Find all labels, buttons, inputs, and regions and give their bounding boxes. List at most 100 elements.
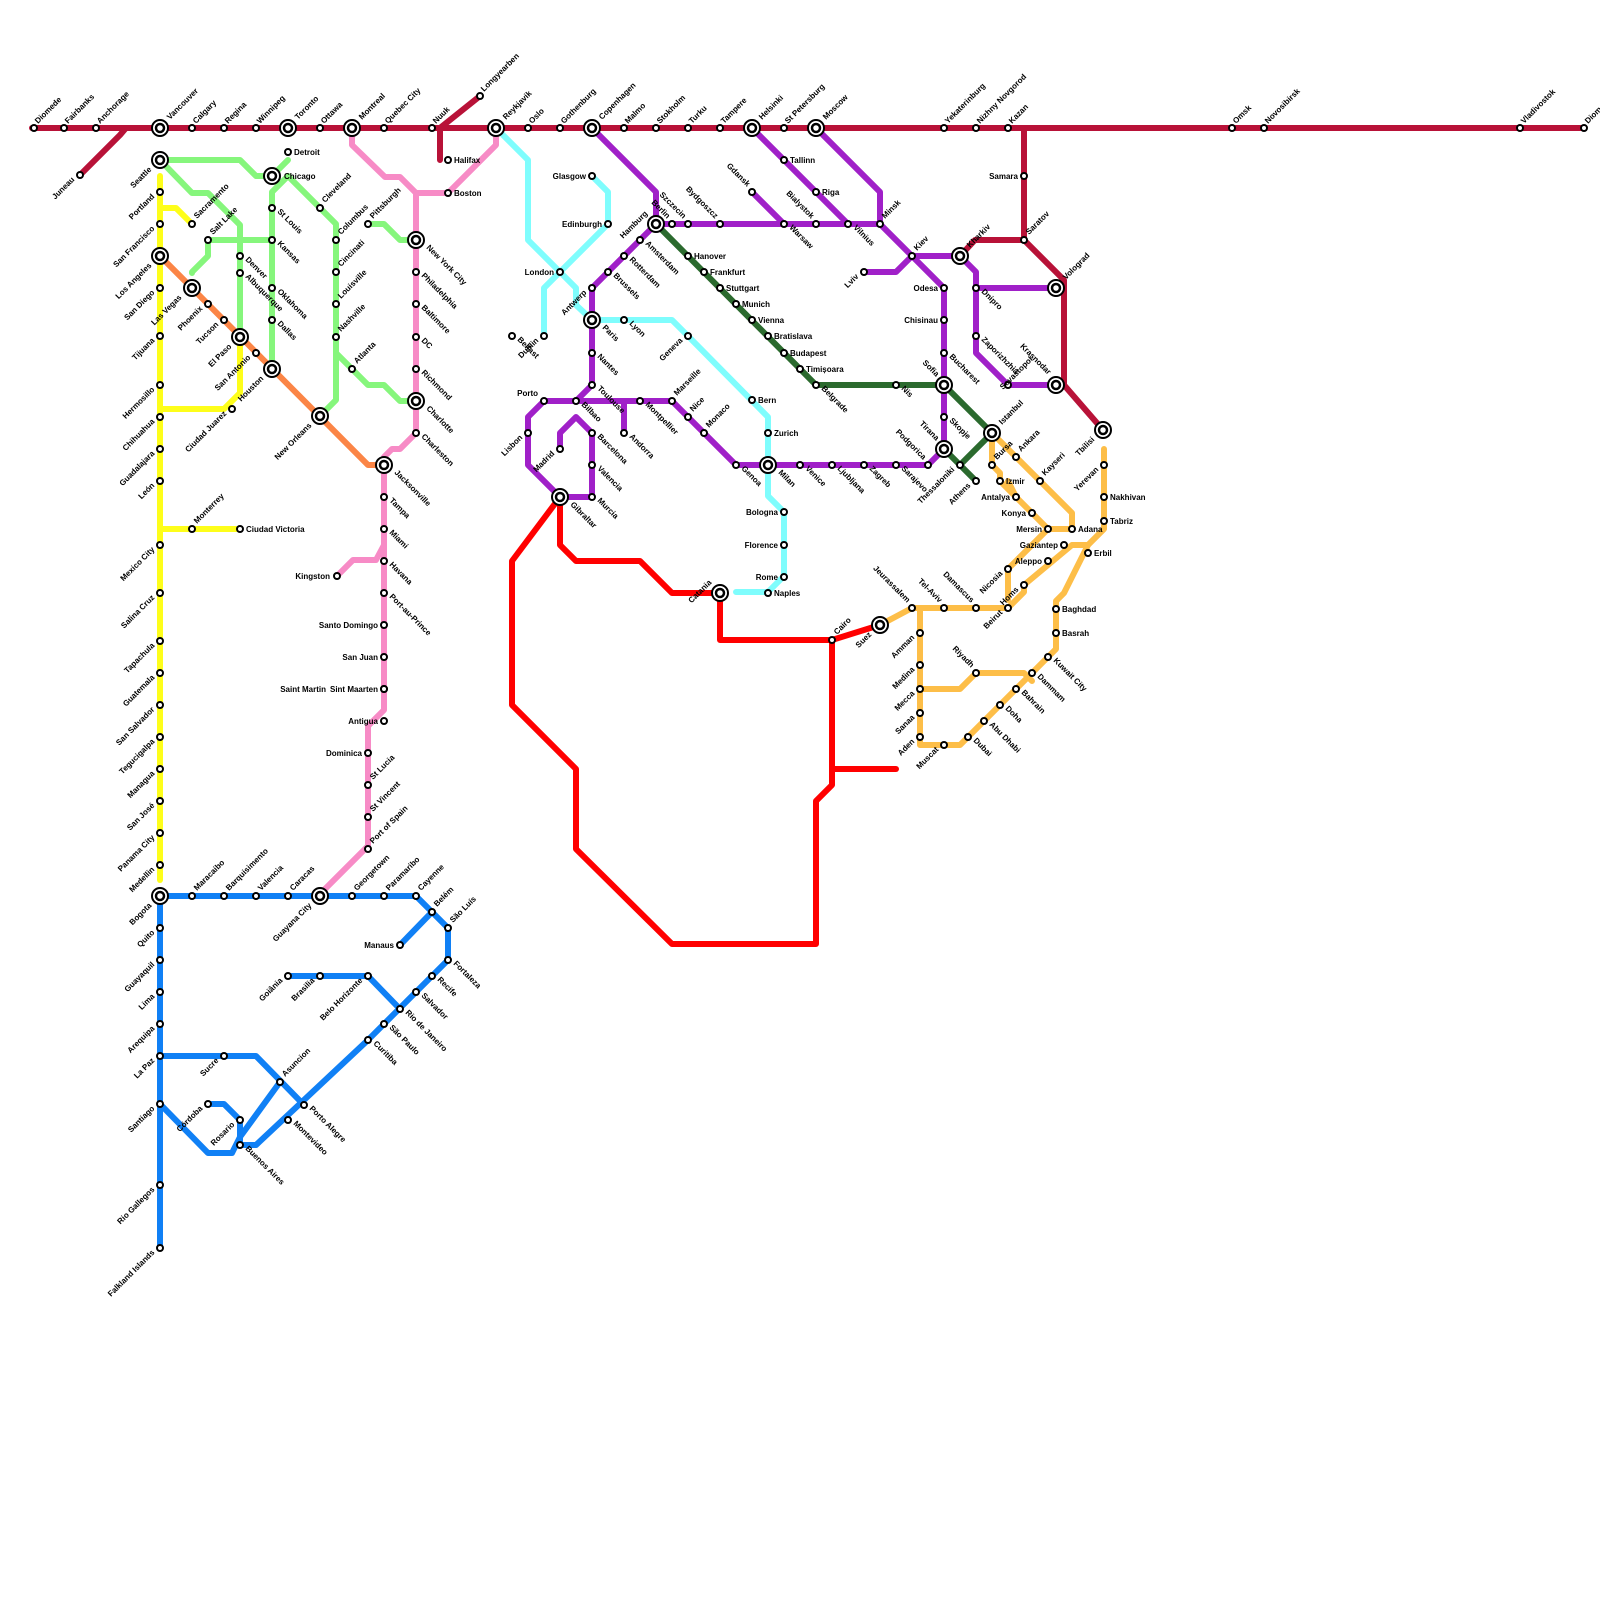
station-marker-juneau[interactable]: [77, 172, 83, 178]
station-marker-antalya[interactable]: [1013, 494, 1019, 500]
station-marker-diomede_east[interactable]: [1581, 125, 1587, 131]
station-marker-lyon[interactable]: [621, 317, 627, 323]
station-marker-bahrain[interactable]: [1013, 686, 1019, 692]
station-marker-tallinn[interactable]: [781, 157, 787, 163]
station-marker-murcia[interactable]: [589, 494, 595, 500]
station-marker-cayenne[interactable]: [413, 893, 419, 899]
station-marker-rome[interactable]: [781, 574, 787, 580]
station-marker-erbil[interactable]: [1085, 550, 1091, 556]
station-marker-bologna[interactable]: [781, 509, 787, 515]
station-marker-yekaterinburg[interactable]: [941, 125, 947, 131]
station-marker-rosario[interactable]: [237, 1117, 243, 1123]
station-marker-thessaloniki[interactable]: [957, 462, 963, 468]
station-marker-nashville[interactable]: [333, 334, 339, 340]
station-marker-saratov[interactable]: [1021, 237, 1027, 243]
station-marker-cleveland[interactable]: [317, 205, 323, 211]
station-marker-guadalajara[interactable]: [157, 446, 163, 452]
station-marker-dc[interactable]: [413, 334, 419, 340]
station-marker-portofspain[interactable]: [365, 846, 371, 852]
station-marker-guayaquil[interactable]: [157, 957, 163, 963]
station-marker-sanaa[interactable]: [917, 710, 923, 716]
station-marker-odesa[interactable]: [941, 285, 947, 291]
station-marker-sanjose[interactable]: [157, 798, 163, 804]
station-marker-dammam[interactable]: [1029, 670, 1035, 676]
station-marker-riga[interactable]: [813, 189, 819, 195]
station-marker-antwerp[interactable]: [589, 285, 595, 291]
station-marker-panamacity[interactable]: [157, 830, 163, 836]
station-marker-tegucigalpa[interactable]: [157, 734, 163, 740]
station-marker-dominica[interactable]: [365, 750, 371, 756]
station-marker-baghdad[interactable]: [1053, 606, 1059, 612]
station-marker-sansalvador[interactable]: [157, 702, 163, 708]
station-marker-fortaleza[interactable]: [445, 957, 451, 963]
station-marker-phoenix[interactable]: [205, 301, 211, 307]
station-marker-stokholm[interactable]: [653, 125, 659, 131]
station-marker-charleston[interactable]: [413, 430, 419, 436]
station-marker-sarajevo[interactable]: [893, 462, 899, 468]
station-marker-amman[interactable]: [917, 630, 923, 636]
station-marker-baltimore[interactable]: [413, 301, 419, 307]
station-marker-riyadh[interactable]: [973, 670, 979, 676]
station-marker-nice[interactable]: [685, 414, 691, 420]
station-marker-longyearben[interactable]: [477, 93, 483, 99]
station-marker-guatemala[interactable]: [157, 670, 163, 676]
station-marker-oslo[interactable]: [525, 125, 531, 131]
station-marker-sandiego[interactable]: [157, 285, 163, 291]
station-marker-homs[interactable]: [1021, 582, 1027, 588]
station-marker-porto[interactable]: [541, 398, 547, 404]
station-marker-regina[interactable]: [221, 125, 227, 131]
station-marker-dubai[interactable]: [965, 734, 971, 740]
station-marker-sanjuan[interactable]: [381, 654, 387, 660]
station-marker-brussels[interactable]: [605, 269, 611, 275]
station-marker-winnipeg[interactable]: [253, 125, 259, 131]
station-marker-telaviv[interactable]: [941, 605, 947, 611]
station-marker-nis[interactable]: [893, 382, 899, 388]
station-marker-pittsburgh[interactable]: [365, 221, 371, 227]
station-marker-denver[interactable]: [237, 253, 243, 259]
station-marker-monaco[interactable]: [701, 430, 707, 436]
station-marker-buenosaires[interactable]: [237, 1142, 243, 1148]
station-marker-frankfurt[interactable]: [701, 269, 707, 275]
station-marker-ljubljana[interactable]: [829, 462, 835, 468]
station-marker-sintmaarten[interactable]: [381, 686, 387, 692]
station-marker-tucson[interactable]: [221, 317, 227, 323]
station-marker-gaziantep[interactable]: [1061, 542, 1067, 548]
station-marker-lisbon[interactable]: [525, 430, 531, 436]
station-marker-asuncion[interactable]: [277, 1079, 283, 1085]
station-marker-rotterdam[interactable]: [621, 253, 627, 259]
station-marker-basrah[interactable]: [1053, 630, 1059, 636]
station-marker-riogallegos[interactable]: [157, 1182, 163, 1188]
station-marker-antigua[interactable]: [381, 718, 387, 724]
station-marker-manaus[interactable]: [397, 942, 403, 948]
station-marker-abudhabi[interactable]: [981, 718, 987, 724]
station-marker-geneva[interactable]: [685, 333, 691, 339]
station-marker-muscat[interactable]: [941, 742, 947, 748]
station-marker-vilnius[interactable]: [845, 221, 851, 227]
station-marker-recife[interactable]: [429, 973, 435, 979]
station-marker-podgorica[interactable]: [925, 462, 931, 468]
station-marker-medellin[interactable]: [157, 862, 163, 868]
station-marker-andorra[interactable]: [621, 430, 627, 436]
station-marker-calgary[interactable]: [189, 125, 195, 131]
station-marker-stuttgart[interactable]: [717, 285, 723, 291]
station-marker-genoa[interactable]: [733, 462, 739, 468]
station-marker-goiania[interactable]: [285, 973, 291, 979]
station-marker-havana[interactable]: [381, 558, 387, 564]
station-marker-lapaz[interactable]: [157, 1053, 163, 1059]
station-marker-izmir[interactable]: [997, 478, 1003, 484]
station-marker-turku[interactable]: [685, 125, 691, 131]
station-marker-kazan[interactable]: [1005, 125, 1011, 131]
station-marker-minsk[interactable]: [877, 221, 883, 227]
station-marker-leon[interactable]: [157, 478, 163, 484]
station-marker-kansas[interactable]: [269, 237, 275, 243]
station-marker-bialystok[interactable]: [813, 221, 819, 227]
station-marker-belohorizonte[interactable]: [365, 973, 371, 979]
station-marker-portoalegre[interactable]: [301, 1102, 307, 1108]
station-marker-santodomingo[interactable]: [381, 622, 387, 628]
station-marker-albuquerque[interactable]: [237, 270, 243, 276]
station-marker-paramaribo[interactable]: [381, 893, 387, 899]
station-marker-cairo[interactable]: [829, 637, 835, 643]
station-marker-doha[interactable]: [997, 702, 1003, 708]
station-marker-belfast[interactable]: [509, 333, 515, 339]
station-marker-ciudadvictoria[interactable]: [237, 526, 243, 532]
